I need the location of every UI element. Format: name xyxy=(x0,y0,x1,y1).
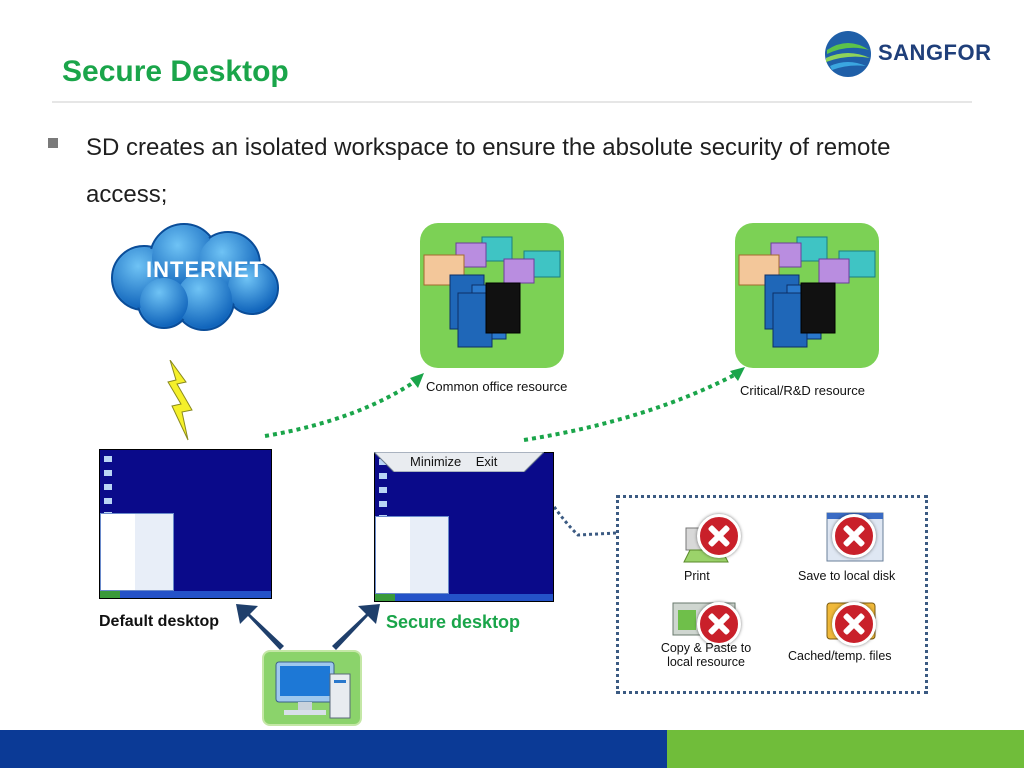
arrow-restrictions-to-secure xyxy=(524,459,617,537)
title-divider xyxy=(52,101,972,103)
footer-bar-green xyxy=(667,730,1024,768)
secure-desktop-screenshot xyxy=(374,452,554,602)
copy-paste-label-line1: Copy & Paste to xyxy=(660,641,752,655)
default-desktop-label: Default desktop xyxy=(99,613,220,630)
internet-label: INTERNET xyxy=(146,257,264,282)
copy-paste-label: Copy & Paste to local resource xyxy=(652,641,760,669)
internet-cloud-icon xyxy=(111,223,279,331)
sangfor-logo-icon xyxy=(825,31,871,77)
critical-resource-box xyxy=(735,223,879,368)
cached-files-label: Cached/temp. files xyxy=(788,649,892,663)
client-computer-box xyxy=(262,650,362,726)
save-label: Save to local disk xyxy=(798,569,896,583)
secure-toolbar-buttons: Minimize Exit xyxy=(410,454,497,469)
brand-name: SANGFOR xyxy=(878,40,992,65)
lightning-icon xyxy=(167,360,193,441)
slide-title: Secure Desktop xyxy=(62,55,289,88)
bullet-text: SD creates an isolated workspace to ensu… xyxy=(86,134,891,208)
bullet-marker xyxy=(48,138,58,148)
arrow-to-common-resource xyxy=(264,376,422,438)
up-arrows-icon xyxy=(236,604,380,650)
print-label: Print xyxy=(684,569,710,583)
critical-resource-label: Critical/R&D resource xyxy=(740,383,865,398)
secure-toolbar xyxy=(374,452,544,472)
deny-icon xyxy=(697,514,741,558)
computer-icon xyxy=(275,661,351,719)
arrow-to-critical-resource xyxy=(523,370,741,442)
deny-icon xyxy=(832,514,876,558)
common-office-resource-box xyxy=(420,223,564,368)
copy-paste-label-line2: local resource xyxy=(667,655,745,669)
deny-icon xyxy=(832,602,876,646)
footer-bar-blue xyxy=(0,730,667,768)
exit-button[interactable]: Exit xyxy=(475,454,498,469)
restrictions-panel xyxy=(616,495,928,694)
secure-desktop-label: Secure desktop xyxy=(386,612,521,632)
common-office-resource-label: Common office resource xyxy=(426,379,568,394)
server-cluster-icon xyxy=(738,236,876,348)
server-cluster-icon xyxy=(423,236,561,348)
minimize-button[interactable]: Minimize xyxy=(410,454,462,469)
deny-icon xyxy=(697,602,741,646)
default-desktop-screenshot xyxy=(99,449,272,599)
